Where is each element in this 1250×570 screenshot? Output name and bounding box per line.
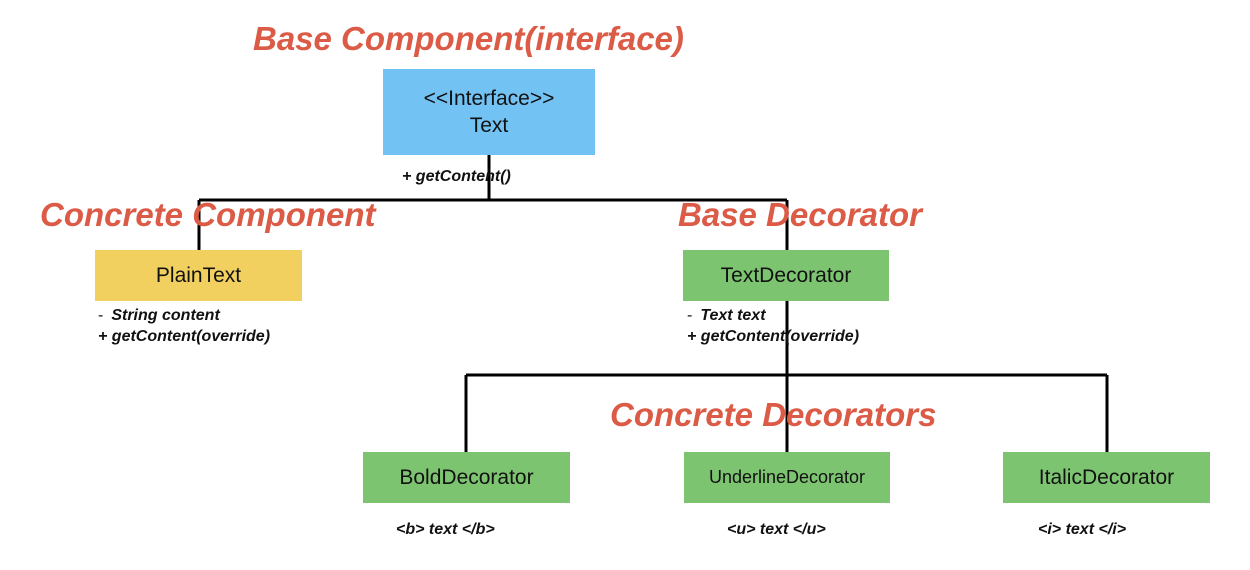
bold-note: <b> text </b> (396, 521, 495, 538)
underlinedecorator-box: UnderlineDecorator (684, 452, 890, 503)
label-concrete-component: Concrete Component (40, 196, 376, 233)
textdecorator-field: -Text text (687, 307, 766, 324)
bolddecorator-name: BoldDecorator (399, 465, 534, 489)
interface-method: + getContent() (402, 168, 511, 185)
underline-note: <u> text </u> (727, 521, 826, 538)
text-interface-box: <<Interface>> Text (383, 69, 595, 155)
interface-name: Text (469, 114, 509, 137)
textdecorator-name: TextDecorator (720, 263, 852, 287)
plaintext-name: PlainText (155, 263, 242, 287)
plaintext-box: PlainText (95, 250, 302, 301)
italicdecorator-box: ItalicDecorator (1003, 452, 1210, 503)
bolddecorator-box: BoldDecorator (363, 452, 570, 503)
italic-note: <i> text </i> (1038, 521, 1127, 538)
interface-stereotype: <<Interface>> (423, 86, 555, 110)
plaintext-method: + getContent(override) (98, 328, 271, 345)
underlinedecorator-name: UnderlineDecorator (708, 466, 866, 487)
plaintext-field: -String content (98, 307, 220, 324)
label-base-component: Base Component(interface) (253, 20, 684, 57)
textdecorator-method: + getContent(override) (687, 328, 860, 345)
textdecorator-box: TextDecorator (683, 250, 889, 301)
italicdecorator-name: ItalicDecorator (1038, 465, 1175, 489)
label-concrete-decorators: Concrete Decorators (610, 396, 937, 433)
label-base-decorator: Base Decorator (678, 196, 922, 233)
